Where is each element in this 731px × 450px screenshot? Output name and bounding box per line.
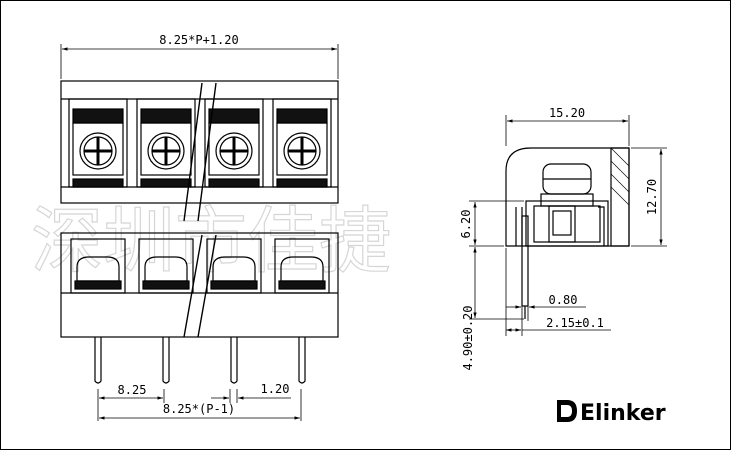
dim-bottom-span [99, 389, 302, 421]
dim-side-width-label: 15.20 [549, 106, 585, 120]
dim-pin-length-label: 4.90±0.20 [461, 305, 475, 370]
wire-entry-4 [274, 238, 330, 294]
top-view-body [60, 80, 339, 204]
dim-top-width-label: 8.25*P+1.20 [159, 33, 238, 47]
pin-1 [94, 337, 102, 384]
top-view [60, 80, 339, 222]
elinker-logo: Elinker [557, 400, 666, 426]
dim-pin-width [506, 305, 586, 336]
dim-pitch [97, 389, 165, 421]
dim-inner-height [469, 200, 524, 247]
wire-entry-3 [206, 238, 262, 294]
dim-pin-length [469, 247, 524, 320]
terminal-screw-2 [136, 98, 196, 188]
dim-pin-width-label: 0.80 [549, 293, 578, 307]
pin-4 [298, 337, 306, 384]
dim-side-width [505, 115, 630, 146]
pin-3 [230, 337, 238, 384]
terminal-screw-1 [68, 98, 128, 188]
wire-entry-2 [138, 238, 194, 294]
dim-side-height-label: 12.70 [645, 179, 659, 215]
dim-pin-gap-label: 1.20 [261, 382, 290, 396]
dim-side-height [631, 147, 667, 247]
watermark: 深圳市佳捷 [31, 199, 391, 283]
front-view-body [60, 232, 339, 338]
dim-pin-offset-label: 2.15±0.1 [546, 316, 604, 330]
front-view [60, 232, 339, 384]
terminal-screw-3 [204, 98, 264, 188]
terminal-screw-4 [272, 98, 332, 188]
elinker-logo-text: Elinker [580, 401, 666, 426]
dim-pitch-label: 8.25 [118, 383, 147, 397]
dim-pin-offset [505, 248, 611, 336]
dim-inner-height-label: 6.20 [459, 210, 473, 239]
dim-pin-gap [211, 389, 291, 403]
dim-top-width: 8.25*P+1.20 [60, 33, 339, 79]
side-view-body [505, 147, 630, 247]
side-view [505, 147, 630, 319]
dim-bottom-span-label: 8.25*(P-1) [163, 402, 235, 416]
wire-entry-1 [70, 238, 126, 294]
pin-2 [162, 337, 170, 384]
